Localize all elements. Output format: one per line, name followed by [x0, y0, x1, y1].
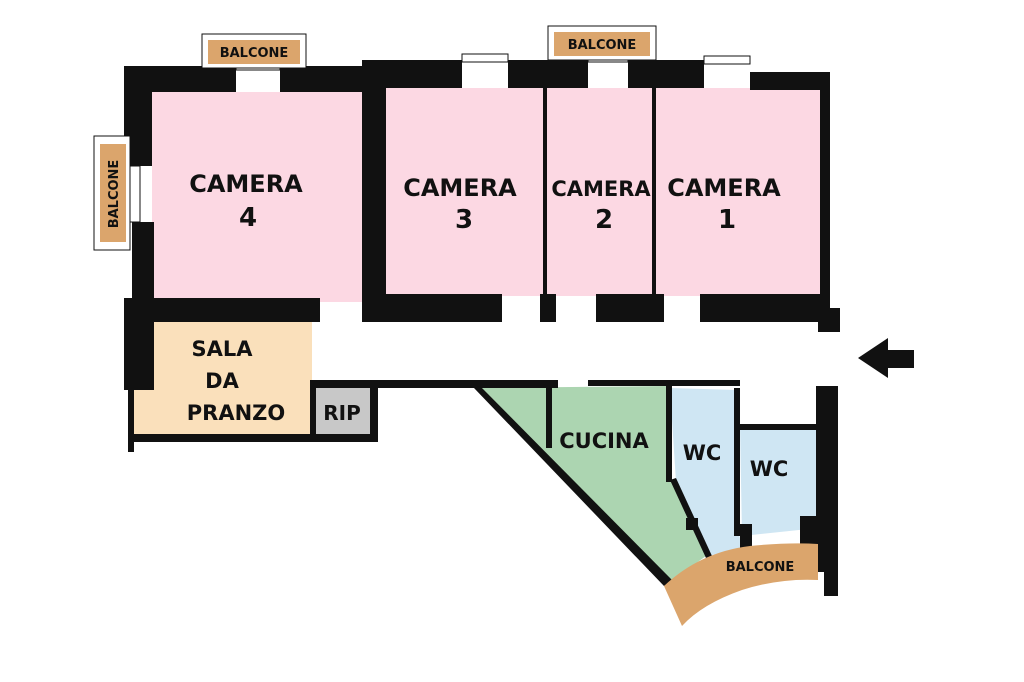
- camera-4-label: CAMERA: [189, 170, 303, 198]
- camera-2-label: CAMERA: [551, 177, 651, 201]
- balcony-bottom: [664, 543, 818, 626]
- camera-3-number: 3: [455, 205, 473, 235]
- room-ripostiglio: [314, 388, 370, 434]
- corridor: [312, 328, 838, 382]
- balcony-side-left-fill: [100, 144, 126, 242]
- room-sala-da-pranzo: [134, 322, 312, 434]
- cucina-label: CUCINA: [559, 429, 649, 453]
- wc-left-label: WC: [683, 441, 722, 465]
- arrow-left-icon: [858, 338, 914, 378]
- camera-2-number: 2: [595, 205, 613, 235]
- room-camera-2: [546, 88, 652, 296]
- wc-right-label: WC: [750, 457, 789, 481]
- balcony-top-left-label: BALCONE: [220, 46, 289, 61]
- balcony-top-right-label: BALCONE: [568, 38, 637, 53]
- room-camera-3: [386, 88, 544, 296]
- balcony-bottom-label: BALCONE: [726, 560, 795, 575]
- sala-label-line2: DA: [205, 369, 239, 393]
- room-camera-1: [654, 88, 820, 296]
- balcony-top-left-fill: [208, 40, 300, 64]
- room-wc-left: [670, 388, 742, 556]
- balcony-side-left-label: BALCONE: [107, 160, 122, 229]
- room-camera-4: [152, 92, 362, 302]
- camera-3-label: CAMERA: [403, 174, 517, 202]
- sala-label-line3: PRANZO: [187, 401, 285, 425]
- camera-1-number: 1: [718, 205, 736, 235]
- camera-1-label: CAMERA: [667, 174, 781, 202]
- room-wc-right: [740, 426, 818, 536]
- sala-label-line1: SALA: [191, 337, 253, 361]
- walls: [124, 60, 840, 596]
- balcony-top-right-fill: [554, 32, 650, 56]
- rip-label: RIP: [323, 401, 361, 425]
- room-cucina: [478, 386, 706, 582]
- camera-4-number: 4: [239, 203, 257, 233]
